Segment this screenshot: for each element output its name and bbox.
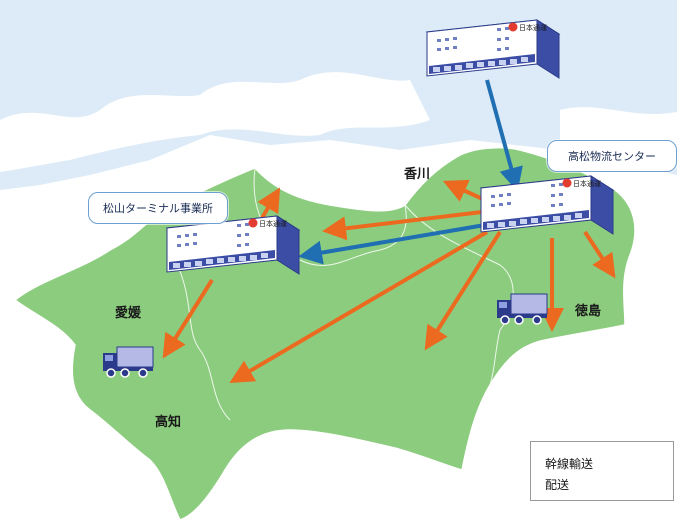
delivery-arrow-kochi-east [424, 230, 502, 351]
coast-cloud-right [560, 107, 677, 150]
trunk-arrow-takamatsu-to-matsuyama [298, 223, 486, 265]
warehouse-sign-takamatsu: 日本通運 [573, 179, 601, 188]
callout-matsuyama-terminal: 松山ターミナル事業所 [88, 192, 228, 224]
callout-takamatsu-center: 高松物流センター [547, 140, 677, 172]
legend: 幹線輸送 配送 [530, 441, 674, 501]
trunk-arrow-hq-to-takamatsu [485, 79, 523, 192]
coast-cloud [0, 72, 430, 172]
warehouse-hq: 日本通運 [426, 19, 560, 79]
label-tokushima: 徳島 [575, 304, 602, 319]
delivery-arrow-tokushima-east [583, 230, 616, 279]
warehouse-takamatsu: 日本通運 [480, 175, 614, 235]
legend-trunk-label: 幹線輸送 [545, 457, 594, 471]
delivery-arrow-kagawa-north [442, 179, 486, 202]
delivery-arrow-kagawa-west [322, 210, 483, 241]
delivery-arrow-kochi [229, 230, 489, 384]
delivery-arrow-ehime-north [257, 187, 281, 220]
label-kagawa: 香川 [404, 167, 431, 182]
label-kochi: 高知 [155, 415, 182, 430]
legend-delivery-label: 配送 [545, 478, 570, 492]
trunk-routes [298, 79, 523, 265]
warehouse-sign-hq: 日本通運 [519, 23, 547, 32]
delivery-routes [162, 179, 616, 384]
label-ehime: 愛媛 [115, 306, 142, 321]
warehouse-sign-matsuyama: 日本通運 [259, 219, 287, 228]
delivery-arrow-ehime-south [162, 278, 214, 359]
warehouse-matsuyama: 日本通運 [166, 215, 300, 275]
